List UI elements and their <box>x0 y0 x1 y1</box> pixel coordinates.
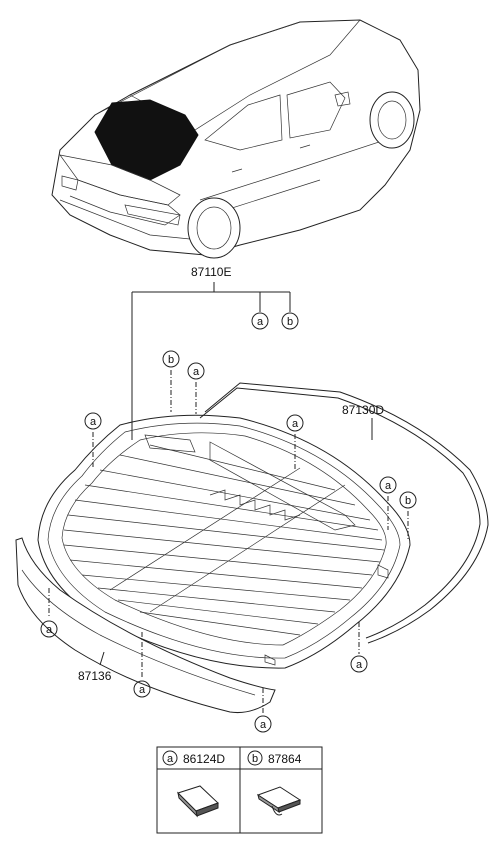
clip-a-illustration <box>177 785 219 818</box>
molding-87130d <box>199 382 489 644</box>
svg-text:a: a <box>167 753 174 765</box>
car-illustration <box>51 19 421 259</box>
callout-a-right: a <box>379 476 397 494</box>
svg-text:a: a <box>193 366 200 378</box>
callout-a-top: a <box>187 362 205 380</box>
svg-text:b: b <box>252 753 258 765</box>
svg-text:b: b <box>405 495 411 507</box>
rear-glass <box>37 414 411 669</box>
part-label-87130d: 87130D <box>342 403 384 417</box>
defroster-lines <box>63 444 385 636</box>
callout-a-center: a <box>286 414 304 432</box>
legend-b-part: 87864 <box>268 752 302 766</box>
svg-text:a: a <box>46 624 53 636</box>
legend-table: a 86124D b 87864 <box>156 746 323 834</box>
callout-a-bottom-left: a <box>40 620 58 638</box>
svg-text:a: a <box>292 418 299 430</box>
legend-a-part: 86124D <box>183 752 225 766</box>
callout-a-87110e: a <box>251 312 269 330</box>
callout-b-top: b <box>162 350 180 368</box>
svg-text:b: b <box>287 316 293 328</box>
svg-text:a: a <box>90 416 97 428</box>
callout-b-right: b <box>399 491 417 509</box>
part-label-87136: 87136 <box>78 669 112 683</box>
legend-a-header: a 86124D <box>162 750 225 766</box>
svg-text:a: a <box>356 659 363 671</box>
legend-b-header: b 87864 <box>247 750 302 766</box>
callout-a-bottom-right: a <box>350 655 368 673</box>
part-label-87110e: 87110E <box>191 265 231 279</box>
leader-87136 <box>99 651 105 666</box>
svg-text:b: b <box>168 354 174 366</box>
svg-text:a: a <box>385 480 392 492</box>
svg-text:a: a <box>260 719 267 731</box>
molding-87136 <box>15 537 276 713</box>
leader-87110e <box>131 282 291 440</box>
callout-a-bottom: a <box>254 715 272 733</box>
callout-b-87110e: b <box>281 312 299 330</box>
clip-b-illustration <box>256 786 302 816</box>
svg-text:a: a <box>139 684 146 696</box>
callout-a-left: a <box>84 412 102 430</box>
svg-text:a: a <box>257 316 264 328</box>
callout-a-bottom-middle: a <box>133 680 151 698</box>
